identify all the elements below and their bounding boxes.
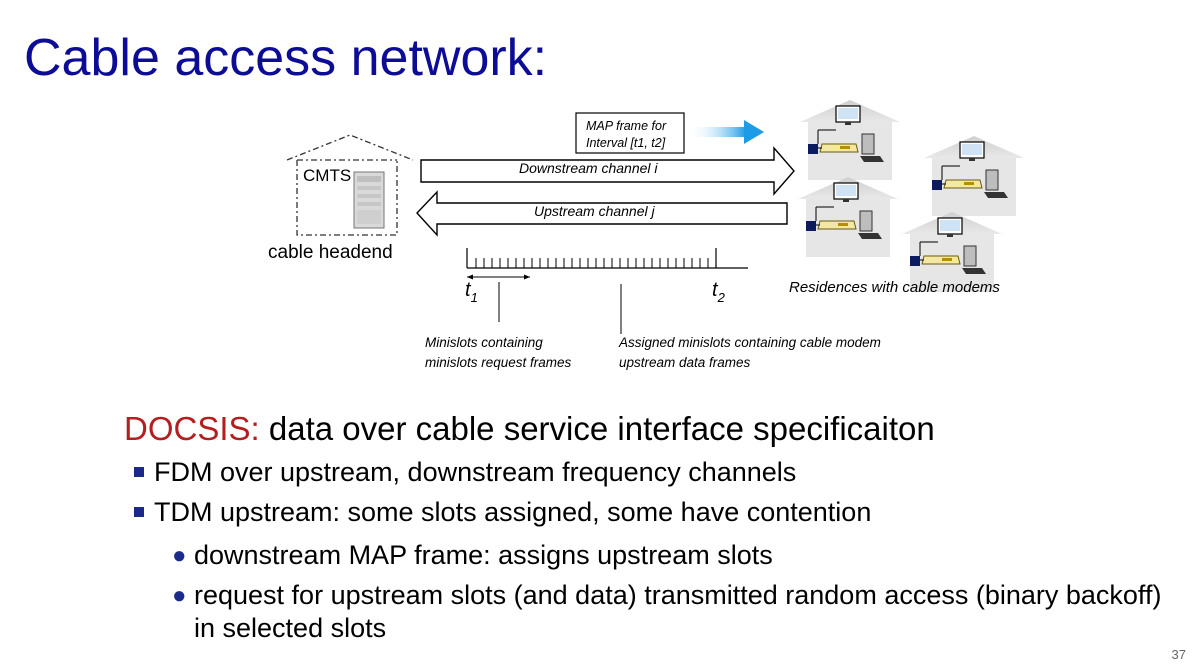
headend-house: [286, 134, 414, 236]
map-frame-line1: MAP frame for: [586, 119, 667, 133]
bullet-item: TDM upstream: some slots assigned, some …: [124, 492, 1174, 532]
map-frame-box: [575, 112, 685, 154]
subbullet-item: ● downstream MAP frame: assigns upstream …: [124, 539, 1174, 572]
headend-label: cable headend: [268, 242, 393, 263]
map-frame-line2: Interval [t1, t2]: [586, 136, 666, 150]
residences-label: Residences with cable modems: [789, 279, 1000, 296]
downstream-arrow: [420, 146, 795, 196]
subbullet-text: downstream MAP frame: assigns upstream s…: [194, 540, 773, 570]
docsis-keyword: DOCSIS:: [124, 410, 260, 447]
square-bullet-icon: [134, 507, 144, 517]
bullet-item: FDM over upstream, downstream frequency …: [124, 452, 1174, 492]
dot-bullet-icon: ●: [172, 582, 187, 609]
bullet-text: TDM upstream: some slots assigned, some …: [154, 497, 872, 527]
upstream-label: Upstream channel j: [534, 203, 656, 219]
residence-house-icon: [923, 135, 1025, 217]
residence-house-icon: [799, 99, 901, 181]
slide-title: Cable access network:: [24, 29, 548, 87]
minislots-line1: Minislots containing: [425, 335, 543, 350]
upstream-arrow: [416, 190, 788, 237]
assigned-line1: Assigned minislots containing cable mode…: [618, 335, 881, 350]
minislots-line2: minislots request frames: [425, 355, 572, 370]
square-bullet-icon: [134, 467, 144, 477]
cmts-label: CMTS: [303, 166, 351, 185]
subbullet-item: ● request for upstream slots (and data) t…: [124, 579, 1174, 645]
page-number: 37: [1171, 647, 1186, 662]
bullet-text: FDM over upstream, downstream frequency …: [154, 457, 797, 487]
residence-house-icon: [797, 176, 899, 258]
docsis-definition: data over cable service interface specif…: [259, 410, 935, 447]
t2-label: t2: [712, 279, 726, 305]
cmts-server-icon: [353, 171, 385, 229]
docsis-bullets: DOCSIS: data over cable service interfac…: [124, 406, 1174, 645]
subbullet-text: request for upstream slots (and data) tr…: [194, 580, 1162, 643]
dot-bullet-icon: ●: [172, 542, 187, 569]
docsis-heading: DOCSIS: data over cable service interfac…: [124, 406, 1174, 452]
minislot-timeline: [466, 248, 748, 280]
t1-label: t1: [465, 279, 478, 305]
downstream-label: Downstream channel i: [519, 160, 658, 176]
assigned-line2: upstream data frames: [619, 355, 751, 370]
map-direction-arrow: [688, 120, 764, 144]
